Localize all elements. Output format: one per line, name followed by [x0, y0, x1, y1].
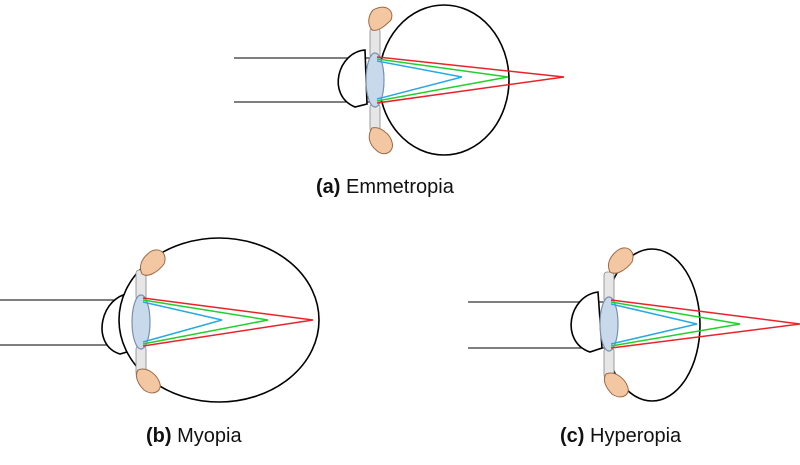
ciliary-muscle-top — [607, 247, 634, 274]
eye-hyperopia — [468, 247, 800, 402]
ciliary-muscle-bottom — [603, 372, 629, 398]
eye-emmetropia — [234, 4, 565, 156]
lens — [131, 294, 151, 350]
green-light-ray — [142, 299, 269, 345]
cornea — [337, 49, 368, 108]
ciliary-muscle-top — [139, 249, 166, 276]
caption-tag: (b) — [146, 425, 172, 447]
red-light-ray — [142, 297, 314, 347]
green-light-ray — [376, 58, 509, 102]
red-light-ray — [610, 299, 800, 349]
blue-light-ray — [142, 301, 223, 343]
caption-hyperopia: (c) Hyperopia — [560, 425, 681, 448]
red-light-ray — [376, 56, 565, 104]
caption-tag: (c) — [560, 425, 585, 447]
ciliary-muscle-top — [368, 6, 393, 31]
caption-tag: (a) — [316, 176, 341, 198]
lens — [599, 296, 619, 352]
caption-emmetropia: (a) Emmetropia — [316, 176, 454, 199]
caption-label: Hyperopia — [590, 425, 682, 447]
lens — [365, 52, 385, 108]
caption-myopia: (b) Myopia — [146, 425, 242, 448]
eye-myopia — [0, 237, 320, 403]
blue-light-ray — [610, 303, 698, 345]
blue-light-ray — [376, 60, 463, 100]
caption-label: Myopia — [177, 425, 242, 447]
cornea — [570, 291, 603, 353]
caption-label: Emmetropia — [346, 176, 454, 198]
ciliary-muscle-bottom — [135, 368, 161, 394]
ciliary-muscle-bottom — [368, 127, 393, 155]
green-light-ray — [610, 301, 741, 347]
